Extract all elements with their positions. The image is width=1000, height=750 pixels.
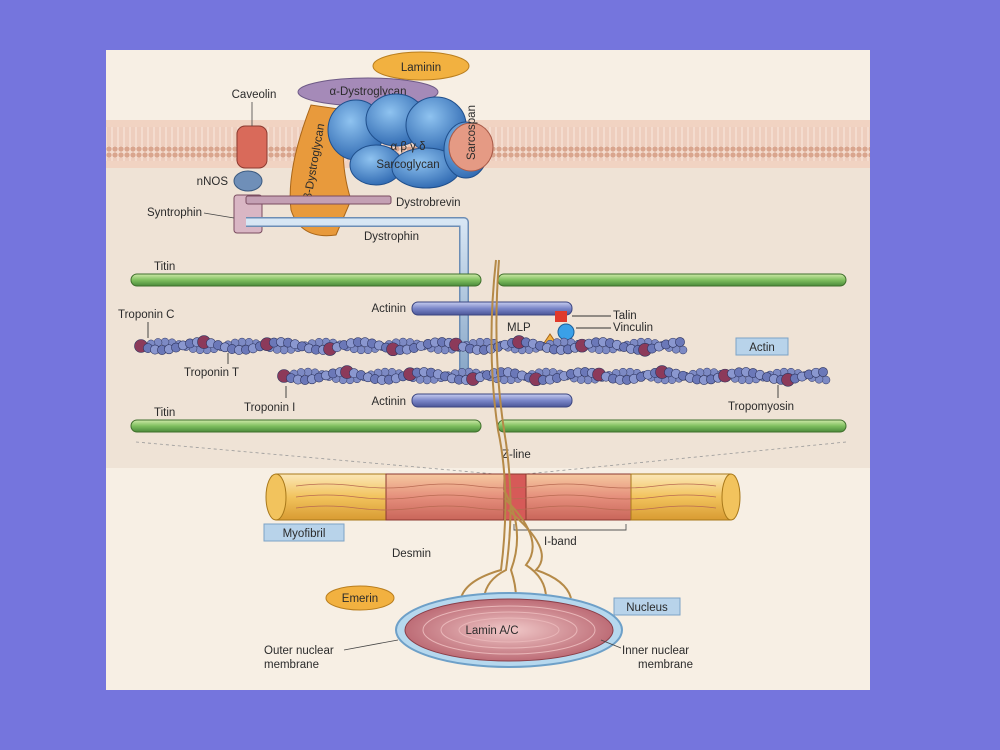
outer-membrane-pointer [343,639,399,651]
caveolin-label: Caveolin [232,89,277,101]
sarcoglycan-subunits-label: α β γ δ [391,141,426,153]
inner-membrane-label-2: membrane [638,659,693,671]
troponin-c-label: Troponin C [118,309,174,321]
syntrophin-pointer [203,212,235,219]
titin-filament-bottom-right [497,419,847,433]
emerin-shape [325,585,395,611]
titin-filament-top-left [130,273,482,287]
inner-membrane-pointer [600,639,622,649]
desmin-filaments [460,259,572,599]
i-band-label: I-band [544,536,577,548]
vinculin-shape [557,323,575,341]
i-band-bracket [513,524,627,531]
laminin-label: Laminin [401,62,441,74]
sarcospan-shape [448,122,494,172]
emerin-label: Emerin [342,593,378,605]
nnos-shape [233,170,263,192]
nucleus-interior [404,598,614,662]
actin-bead [818,367,828,377]
talin-label: Talin [613,310,637,322]
dystrobrevin-shape [245,195,392,205]
actin-bead [499,375,509,385]
talin-shape [555,311,567,322]
actin-filament-lower [277,365,831,387]
actin-bead [821,375,831,385]
troponin-i-label: Troponin I [244,402,295,414]
projection-line-left [135,441,507,476]
troponin-t-label: Troponin T [184,367,239,379]
sarcospan-label: Sarcospan [466,105,478,160]
projection-line-right [515,441,847,476]
desmin-label: Desmin [392,548,431,560]
myofibril-shape [265,473,741,521]
actin-bead [675,337,685,347]
actinin-bottom-shape [411,393,573,408]
lamin-label: Lamin A/C [465,625,518,637]
actin-bead [678,345,688,355]
actin-bead [356,345,366,355]
sarcoglycan-label: Sarcoglycan [376,159,439,171]
actinin-top-label: Actinin [371,303,406,315]
dystrophin-label: Dystrophin [364,231,419,243]
actin-box [735,337,789,356]
outer-membrane-label-2: membrane [264,659,319,671]
actin-bead [237,337,247,347]
dystrophin-complex-diagram: Laminin α-Dystroglycan β-Dystroglycan α … [106,51,870,671]
actinin-bottom-label: Actinin [371,396,406,408]
vinculin-label: Vinculin [613,322,653,334]
nucleus-label: Nucleus [626,602,668,614]
mlp-label: MLP [507,322,531,334]
laminin-shape [372,51,470,81]
titin-filament-top-right [497,273,847,287]
titin-top-label: Titin [154,261,175,273]
actin-bead [380,367,390,377]
actin-label: Actin [749,342,775,354]
nnos-label: nNOS [197,176,229,188]
diagram-panel: Laminin α-Dystroglycan β-Dystroglycan α … [106,50,870,690]
nucleus-box [613,597,681,616]
outer-membrane-label-1: Outer nuclear [264,645,334,657]
myofibril-box [263,523,345,542]
dystrobrevin-label: Dystrobrevin [396,197,461,209]
titin-bottom-label: Titin [154,407,175,419]
tropomyosin-label: Tropomyosin [728,401,794,413]
myofibril-label: Myofibril [283,528,326,540]
titin-filament-bottom-left [130,419,482,433]
inner-membrane-label-1: Inner nuclear [622,645,689,657]
caveolin-shape [236,125,268,169]
syntrophin-label: Syntrophin [147,207,202,219]
z-line-label: Z-line [502,449,531,461]
